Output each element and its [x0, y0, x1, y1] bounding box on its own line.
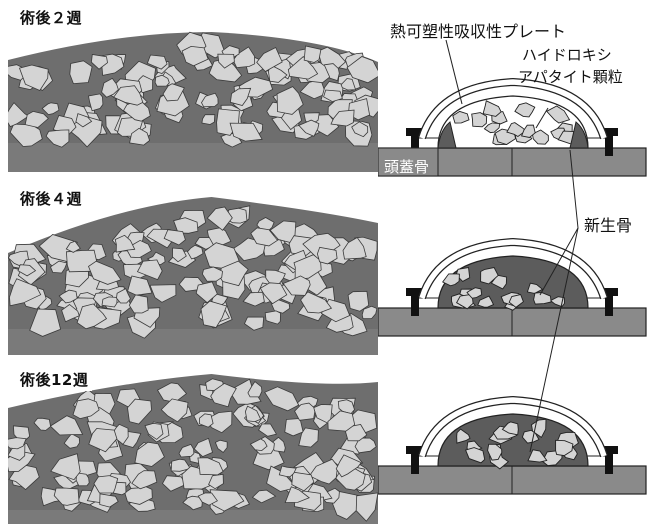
- schematic-panel-12-weeks: [378, 400, 646, 494]
- skull-base-layer: [8, 510, 378, 524]
- granule: [285, 419, 303, 436]
- granule: [304, 46, 321, 63]
- granule: [102, 297, 117, 307]
- granule-label-line1: ハイドロキシ: [522, 44, 612, 65]
- skull-base-layer: [8, 143, 378, 172]
- plate-label: 熱可塑性吸収性プレート: [390, 18, 566, 42]
- skull-label: 頭蓋骨: [384, 156, 429, 177]
- skull-base-layer: [8, 329, 378, 355]
- histology-photo-12-weeks: 術後12週: [8, 364, 378, 524]
- granule-label-line2: アパタイト顆粒: [518, 66, 623, 87]
- histology-photo-2-weeks: 術後２週: [8, 2, 378, 172]
- schematic-panel-4-weeks: [378, 242, 646, 336]
- photo-label-12-weeks: 術後12週: [18, 368, 92, 391]
- schematic-granule: [472, 113, 487, 127]
- histology-photo-4-weeks: 術後４週: [8, 183, 378, 355]
- photo-label-2-weeks: 術後２週: [18, 6, 86, 29]
- new-bone-label: 新生骨: [584, 212, 632, 236]
- granule: [70, 61, 92, 84]
- photo-label-4-weeks: 術後４週: [18, 187, 86, 210]
